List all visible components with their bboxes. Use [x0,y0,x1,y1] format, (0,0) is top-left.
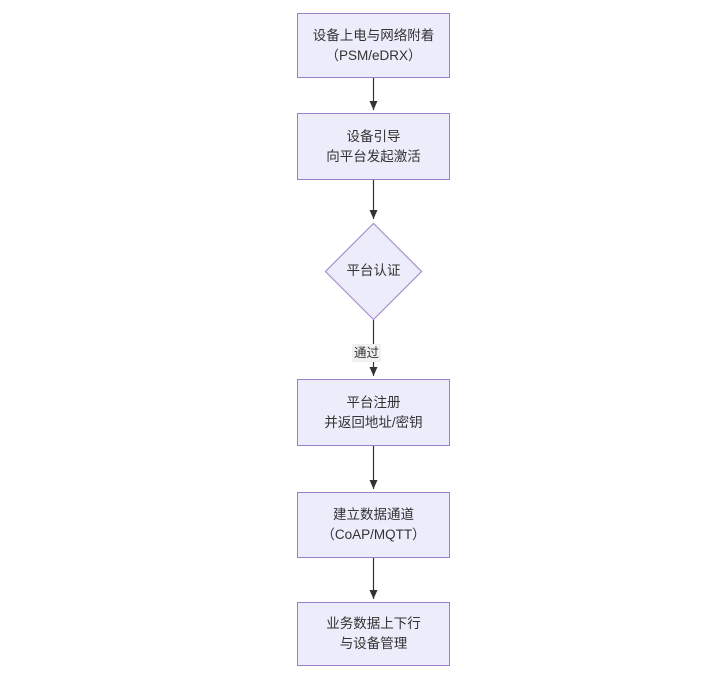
node-label-line2: 向平台发起激活 [326,148,421,164]
node-label-line1: 建立数据通道 [333,507,414,522]
node-device-bootstrap[interactable]: 设备引导 向平台发起激活 [297,113,450,180]
node-label-line2: 并返回地址/密钥 [324,414,423,430]
node-device-power-on[interactable]: 设备上电与网络附着 （PSM/eDRX） [297,13,450,78]
node-business-data-and-management[interactable]: 业务数据上下行 与设备管理 [297,602,450,666]
node-establish-data-channel[interactable]: 建立数据通道 （CoAP/MQTT） [297,492,450,558]
node-label-line1: 设备引导 [346,128,401,144]
node-platform-registration[interactable]: 平台注册 并返回地址/密钥 [297,379,450,446]
node-label-line1: 平台注册 [346,394,401,410]
node-label-line1: 设备上电与网络附着 [312,27,435,43]
node-label-line2: （CoAP/MQTT） [321,527,426,542]
node-label-line1: 平台认证 [346,263,401,278]
edge-label-pass: 通过 [352,344,382,362]
node-label-line2: 与设备管理 [339,636,408,651]
node-label-line2: （PSM/eDRX） [325,47,422,63]
node-platform-authentication[interactable]: 平台认证 [324,222,423,320]
node-label-line1: 业务数据上下行 [326,616,421,631]
